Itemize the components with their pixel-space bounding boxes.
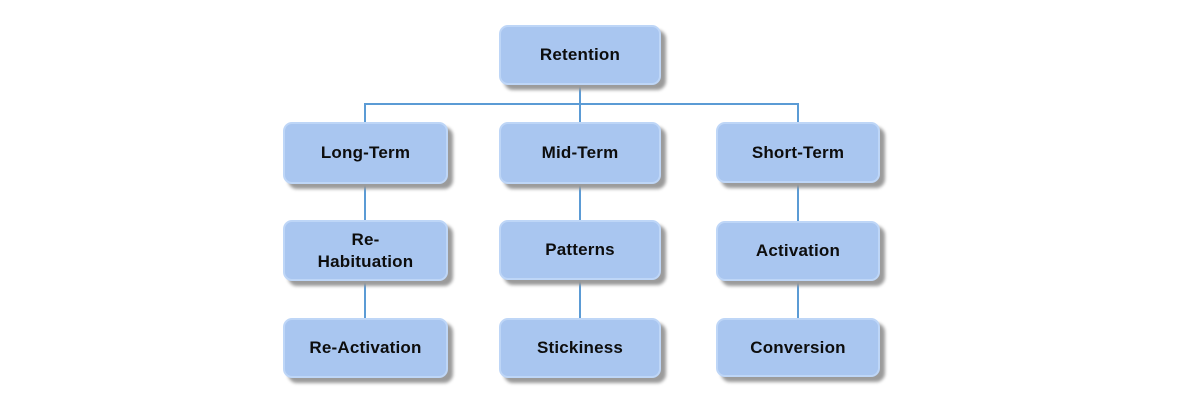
node-re-activation: Re-Activation xyxy=(283,318,448,378)
node-activation: Activation xyxy=(716,221,880,281)
node-retention-label: Retention xyxy=(539,45,621,65)
node-long-term-label: Long-Term xyxy=(320,143,411,163)
node-re-activation-label: Re-Activation xyxy=(309,338,422,358)
node-stickiness-label: Stickiness xyxy=(536,338,624,358)
connector-short-term-to-activation xyxy=(797,183,799,221)
connector-horizontal-bus xyxy=(364,103,798,105)
node-patterns-label: Patterns xyxy=(545,240,615,260)
node-re-habituation: Re- Habituation xyxy=(283,220,448,281)
node-mid-term-label: Mid-Term xyxy=(541,143,619,163)
node-activation-label: Activation xyxy=(755,241,841,261)
connector-activation-to-conversion xyxy=(797,281,799,318)
node-patterns: Patterns xyxy=(499,220,661,280)
connector-mid-term-to-patterns xyxy=(579,184,581,220)
connector-bus-to-long-term xyxy=(364,103,366,122)
connector-re-habituation-to-re-activation xyxy=(364,281,366,318)
connector-bus-to-short-term xyxy=(797,103,799,122)
connector-retention-down xyxy=(579,85,581,105)
connector-patterns-to-stickiness xyxy=(579,280,581,318)
node-conversion: Conversion xyxy=(716,318,880,377)
node-short-term: Short-Term xyxy=(716,122,880,183)
connector-long-term-to-re-habituation xyxy=(364,184,366,220)
node-retention: Retention xyxy=(499,25,661,85)
node-short-term-label: Short-Term xyxy=(751,142,845,162)
node-long-term: Long-Term xyxy=(283,122,448,184)
node-mid-term: Mid-Term xyxy=(499,122,661,184)
node-conversion-label: Conversion xyxy=(750,337,846,357)
connector-bus-to-mid-term xyxy=(579,103,581,122)
node-re-habituation-label: Re- Habituation xyxy=(317,230,414,271)
node-stickiness: Stickiness xyxy=(499,318,661,378)
